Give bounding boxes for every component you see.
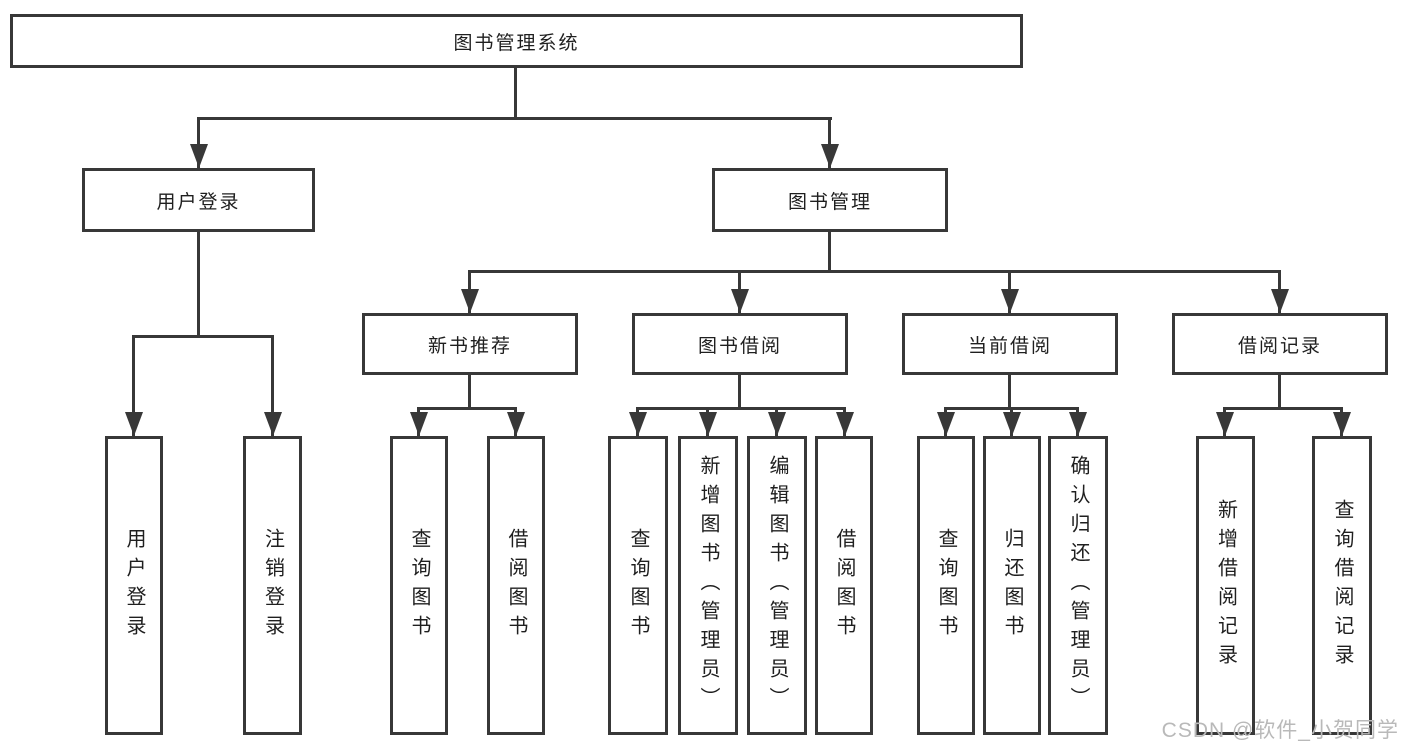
connector-line bbox=[132, 335, 274, 338]
leaf-query-books-recommend: 查询图书 bbox=[390, 436, 448, 735]
down-arrow-icon bbox=[1278, 270, 1281, 313]
connector-line bbox=[636, 407, 846, 410]
leaf-logout-label: 注销登录 bbox=[261, 527, 284, 644]
connector-line bbox=[1223, 407, 1343, 410]
node-current-borrowing-label: 当前借阅 bbox=[967, 335, 1052, 357]
connector-line bbox=[197, 117, 832, 120]
leaf-return-books-label: 归还图书 bbox=[1001, 527, 1023, 644]
down-arrow-icon bbox=[1223, 407, 1226, 436]
leaf-query-borrow-record-label: 查询借阅记录 bbox=[1331, 498, 1353, 673]
connector-line bbox=[468, 270, 1281, 273]
node-root: 图书管理系统 bbox=[10, 14, 1023, 68]
leaf-confirm-return-admin-label: 确认归还（管理员） bbox=[1067, 455, 1089, 716]
leaf-query-books-recommend-label: 查询图书 bbox=[408, 527, 430, 644]
leaf-query-books-current: 查询图书 bbox=[917, 436, 975, 735]
down-arrow-icon bbox=[1010, 407, 1013, 436]
connector-line bbox=[1278, 375, 1281, 410]
node-new-book-recommend: 新书推荐 bbox=[362, 313, 578, 375]
node-book-management-label: 图书管理 bbox=[787, 191, 872, 213]
leaf-return-books: 归还图书 bbox=[983, 436, 1041, 735]
leaf-query-books-borrowing-label: 查询图书 bbox=[627, 527, 649, 644]
connector-line bbox=[1008, 375, 1011, 410]
leaf-borrow-books-recommend: 借阅图书 bbox=[487, 436, 545, 735]
connector-line bbox=[514, 68, 517, 120]
down-arrow-icon bbox=[1008, 270, 1011, 313]
leaf-query-books-borrowing: 查询图书 bbox=[608, 436, 668, 735]
leaf-user-login-label: 用户登录 bbox=[123, 527, 145, 644]
leaf-logout: 注销登录 bbox=[243, 436, 302, 735]
down-arrow-icon bbox=[197, 117, 200, 168]
down-arrow-icon bbox=[271, 335, 274, 436]
connector-line bbox=[468, 375, 471, 410]
down-arrow-icon bbox=[132, 335, 135, 436]
node-current-borrowing: 当前借阅 bbox=[902, 313, 1118, 375]
node-borrowing-records: 借阅记录 bbox=[1172, 313, 1388, 375]
connector-line bbox=[197, 232, 200, 337]
down-arrow-icon bbox=[1076, 407, 1079, 436]
leaf-query-books-current-label: 查询图书 bbox=[935, 527, 957, 644]
leaf-query-borrow-record: 查询借阅记录 bbox=[1312, 436, 1372, 735]
leaf-borrow-books-borrowing: 借阅图书 bbox=[815, 436, 873, 735]
down-arrow-icon bbox=[775, 407, 778, 436]
down-arrow-icon bbox=[828, 117, 831, 168]
leaf-add-borrow-record: 新增借阅记录 bbox=[1196, 436, 1255, 735]
down-arrow-icon bbox=[843, 407, 846, 436]
leaf-confirm-return-admin: 确认归还（管理员） bbox=[1048, 436, 1108, 735]
node-book-borrowing: 图书借阅 bbox=[632, 313, 848, 375]
leaf-add-book-admin-label: 新增图书（管理员） bbox=[697, 455, 719, 716]
leaf-borrow-books-borrowing-label: 借阅图书 bbox=[833, 527, 855, 644]
leaf-edit-book-admin-label: 编辑图书（管理员） bbox=[766, 455, 788, 716]
node-borrowing-records-label: 借阅记录 bbox=[1237, 335, 1322, 357]
node-user-login: 用户登录 bbox=[82, 168, 315, 232]
down-arrow-icon bbox=[706, 407, 709, 436]
node-book-management: 图书管理 bbox=[712, 168, 948, 232]
node-new-book-recommend-label: 新书推荐 bbox=[427, 335, 512, 357]
node-book-borrowing-label: 图书借阅 bbox=[697, 335, 782, 357]
down-arrow-icon bbox=[1340, 407, 1343, 436]
down-arrow-icon bbox=[468, 270, 471, 313]
leaf-user-login: 用户登录 bbox=[105, 436, 163, 735]
connector-line bbox=[417, 407, 517, 410]
down-arrow-icon bbox=[417, 407, 420, 436]
leaf-add-book-admin: 新增图书（管理员） bbox=[678, 436, 738, 735]
connector-line bbox=[738, 375, 741, 410]
leaf-add-borrow-record-label: 新增借阅记录 bbox=[1214, 498, 1237, 673]
down-arrow-icon bbox=[738, 270, 741, 313]
connector-line bbox=[828, 232, 831, 273]
node-user-login-label: 用户登录 bbox=[156, 191, 241, 213]
leaf-borrow-books-recommend-label: 借阅图书 bbox=[505, 527, 527, 644]
leaf-edit-book-admin: 编辑图书（管理员） bbox=[747, 436, 807, 735]
down-arrow-icon bbox=[514, 407, 517, 436]
down-arrow-icon bbox=[636, 407, 639, 436]
node-root-label: 图书管理系统 bbox=[453, 32, 580, 54]
watermark: CSDN @软件_小贺同学 bbox=[1161, 719, 1399, 742]
down-arrow-icon bbox=[944, 407, 947, 436]
